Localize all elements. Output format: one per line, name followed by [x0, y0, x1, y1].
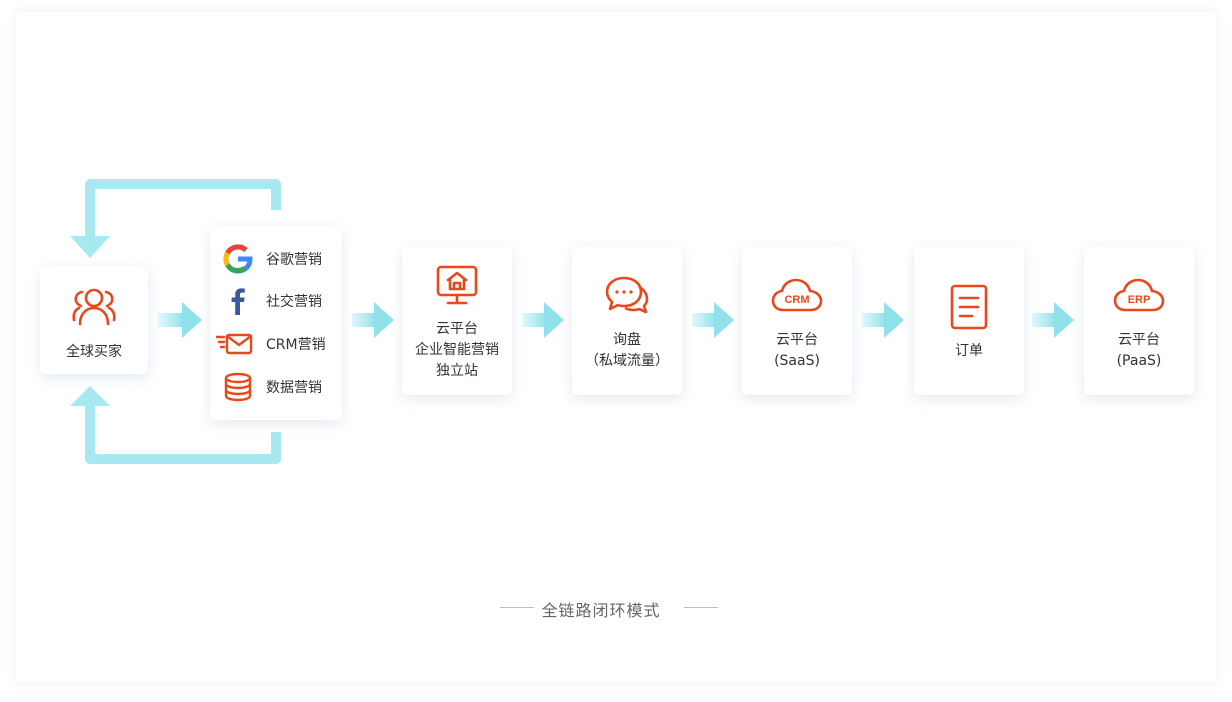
step-saas-line1: 云平台 — [776, 332, 818, 348]
users-icon — [68, 286, 120, 328]
step-card-inquiry: 询盘 （私域流量） — [572, 247, 682, 395]
channel-data: 数据营销 — [210, 372, 342, 402]
flow-arrow-5 — [862, 302, 904, 338]
caption-line-right — [684, 607, 718, 608]
buyer-label: 全球买家 — [66, 344, 122, 360]
channel-social-label: 社交营销 — [266, 294, 322, 310]
flow-arrow-4 — [692, 302, 734, 338]
document-icon — [949, 283, 989, 331]
step-card-paas: ERP 云平台 (PaaS) — [1084, 247, 1194, 395]
step-inquiry-line1: 询盘 — [613, 332, 641, 348]
channel-google: 谷歌营销 — [210, 244, 342, 274]
flow-arrow-1 — [158, 302, 202, 338]
buyer-card: 全球买家 — [40, 266, 148, 374]
cloud-crm-icon: CRM — [771, 277, 823, 313]
facebook-icon — [222, 286, 254, 316]
step-card-site: 云平台 企业智能营销 独立站 — [402, 247, 512, 395]
step-site-line3: 独立站 — [436, 363, 478, 379]
channel-data-label: 数据营销 — [266, 380, 322, 396]
step-site-line1: 云平台 — [436, 321, 478, 337]
store-monitor-icon — [436, 265, 478, 307]
step-card-saas: CRM 云平台 (SaaS) — [742, 247, 852, 395]
step-paas-line2: (PaaS) — [1116, 353, 1162, 369]
step-site-line2: 企业智能营销 — [415, 342, 499, 358]
step-order-line1: 订单 — [955, 343, 983, 359]
caption-text: 全链路闭环模式 — [541, 601, 661, 620]
chat-bubbles-icon — [604, 275, 650, 315]
mail-icon — [215, 329, 256, 359]
step-paas-line1: 云平台 — [1118, 332, 1160, 348]
flow-arrow-6 — [1032, 302, 1074, 338]
channel-social: 社交营销 — [210, 286, 342, 316]
caption-line-left — [500, 607, 534, 608]
google-icon — [222, 244, 254, 274]
loop-arrow-bottom-head — [70, 386, 110, 406]
channel-google-label: 谷歌营销 — [266, 252, 322, 268]
step-card-order: 订单 — [914, 247, 1024, 395]
cloud-erp-badge: ERP — [1128, 294, 1151, 306]
loop-arrow-top — [85, 179, 281, 238]
loop-arrow-bottom — [85, 404, 281, 464]
cloud-erp-icon: ERP — [1113, 277, 1165, 313]
flow-arrow-2 — [352, 302, 394, 338]
flow-arrow-3 — [522, 302, 564, 338]
channel-crm-label: CRM营销 — [266, 337, 326, 353]
channel-crm: CRM营销 — [210, 329, 342, 359]
step-saas-line2: (SaaS) — [774, 353, 820, 369]
channels-card: 谷歌营销 社交营销 CRM营销 — [210, 226, 342, 420]
database-icon — [222, 372, 254, 402]
cloud-crm-badge: CRM — [784, 294, 809, 306]
loop-arrow-top-head — [70, 236, 110, 258]
diagram-caption: 全链路闭环模式 — [484, 597, 718, 620]
step-inquiry-line2: （私域流量） — [585, 353, 669, 369]
